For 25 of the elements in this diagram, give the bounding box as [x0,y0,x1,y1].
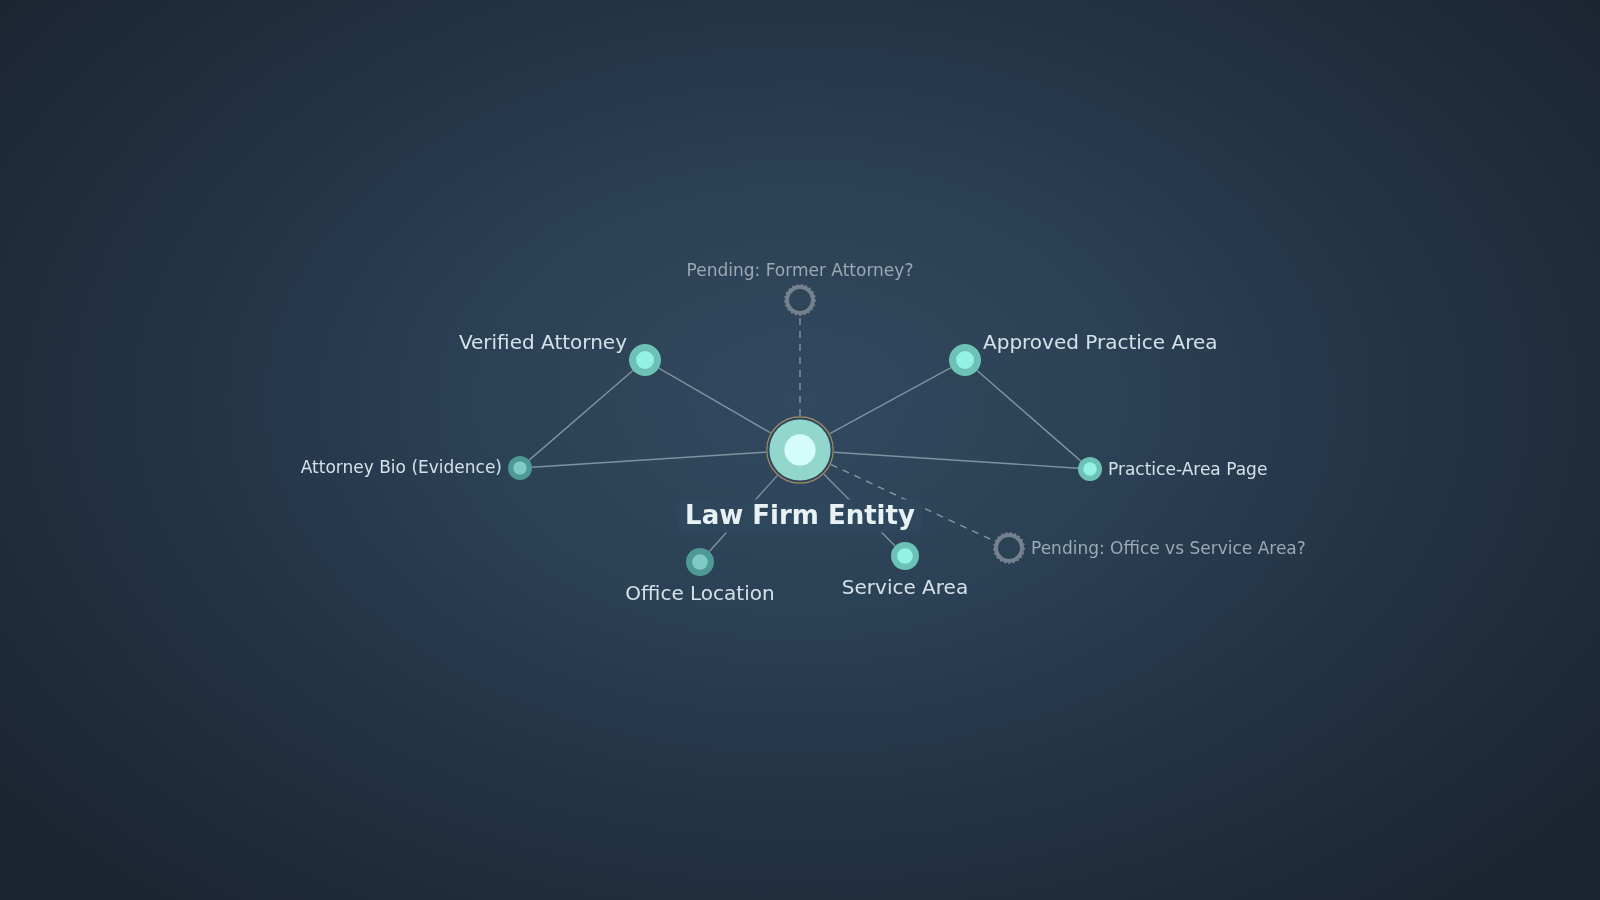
node-label: Practice-Area Page [1108,458,1268,480]
pending-ring-icon [992,531,1026,565]
node-dot-icon [629,344,661,376]
connector-line [658,367,772,434]
connector-line [976,369,1082,462]
node-label: Verified Attorney [458,330,627,354]
node-label: Attorney Bio (Evidence) [300,456,502,478]
node-label: Approved Practice Area [983,330,1218,354]
node-dot-icon [891,542,919,570]
node-dot-icon [508,456,532,480]
pending-ring-icon [783,283,817,317]
connector-line [531,451,767,468]
node-label: Office Location [625,581,775,605]
node-dot-icon [686,548,714,576]
connector-line [528,369,634,461]
node-label: Pending: Office vs Service Area? [1031,537,1306,559]
node-label: Service Area [841,575,969,599]
connector-line [833,451,1079,469]
connector-line [829,366,952,435]
hub-node-icon [766,416,834,484]
dashed-connector-line [799,316,801,417]
hub-label: Law Firm Entity [677,499,923,533]
node-dot-icon [949,344,981,376]
node-label: Pending: Former Attorney? [686,259,914,281]
node-dot-icon [1078,457,1102,481]
